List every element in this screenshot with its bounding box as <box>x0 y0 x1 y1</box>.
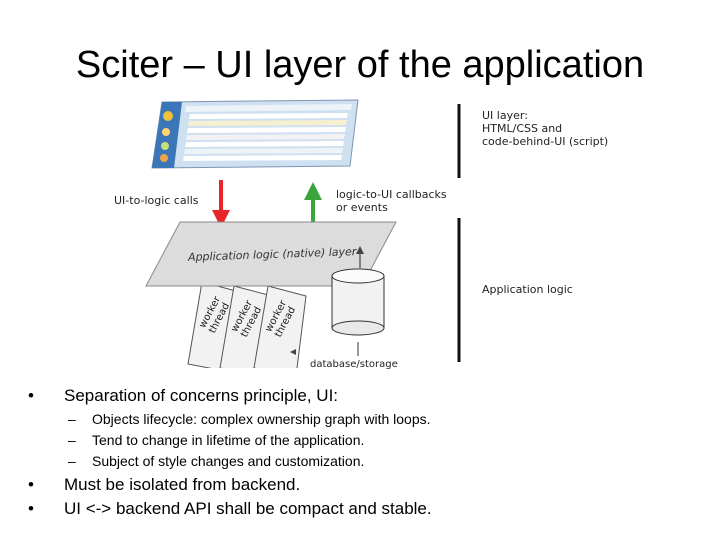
thread-arrow <box>290 349 296 355</box>
sub-bullet-marker: – <box>68 453 76 469</box>
sub-bullet-text: Objects lifecycle: complex ownership gra… <box>92 411 431 427</box>
sub-bullet-text: Tend to change in lifetime of the applic… <box>92 432 365 448</box>
diagram-graphics <box>145 99 461 377</box>
bullet-text: UI <-> backend API shall be compact and … <box>64 499 432 518</box>
database-label: database/storage <box>310 359 398 370</box>
ui-layer-label-line: UI layer: <box>482 109 528 122</box>
bullet-marker: • <box>28 386 34 405</box>
logic-to-ui-label-line: logic-to-UI callbacks <box>336 188 447 201</box>
slide-title: Sciter – UI layer of the application <box>75 44 645 86</box>
logic-to-ui-label: logic-to-UI callbacks or events <box>336 188 447 214</box>
ui-layer-label-line: HTML/CSS and <box>482 122 563 135</box>
logic-to-ui-label-line: or events <box>336 201 388 214</box>
database-cylinder <box>331 268 385 356</box>
bullet-text: Must be isolated from backend. <box>64 475 301 494</box>
sub-bullet-marker: – <box>68 411 76 427</box>
sub-bullet-text: Subject of style changes and customizati… <box>92 453 365 469</box>
ui-screenshot-thumbnail <box>151 99 359 169</box>
sub-bullet-marker: – <box>68 432 76 448</box>
application-logic-label: Application logic <box>482 283 573 296</box>
ui-layer-label-line: code-behind-UI (script) <box>482 135 609 148</box>
storage-arrow <box>356 246 364 268</box>
bullet-text: Separation of concerns principle, UI: <box>64 386 339 405</box>
architecture-diagram: UI layer: HTML/CSS and code-behind-UI (s… <box>100 96 630 377</box>
bullet-marker: • <box>28 475 34 494</box>
ui-to-logic-arrow <box>212 180 230 228</box>
ui-to-logic-label: UI-to-logic calls <box>114 194 199 207</box>
ui-layer-label: UI layer: HTML/CSS and code-behind-UI (s… <box>482 109 608 148</box>
bullet-marker: • <box>28 499 34 518</box>
